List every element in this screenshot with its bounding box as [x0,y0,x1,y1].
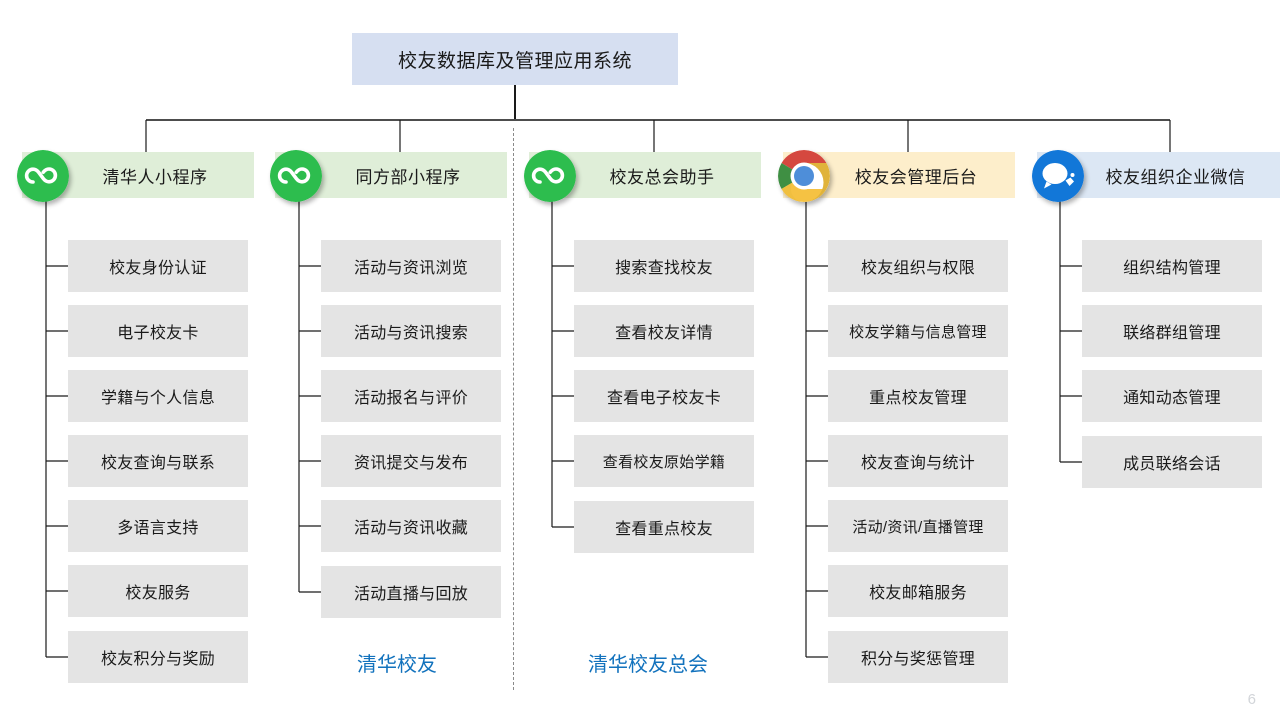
leaf-item[interactable]: 查看电子校友卡 [574,370,754,422]
leaf-item[interactable]: 校友身份认证 [68,240,248,292]
column-header-label: 校友组织企业微信 [1105,167,1246,187]
leaf-item[interactable]: 积分与奖惩管理 [828,631,1008,683]
leaf-item[interactable]: 活动与资讯浏览 [321,240,501,292]
wechat-miniprogram-icon [17,150,69,202]
leaf-item[interactable]: 校友查询与统计 [828,435,1008,487]
leaf-item[interactable]: 查看校友详情 [574,305,754,357]
page-number: 6 [1247,691,1256,708]
leaf-item[interactable]: 活动直播与回放 [321,566,501,618]
wechat-miniprogram-icon [524,150,576,202]
leaf-item[interactable]: 查看重点校友 [574,501,754,553]
leaf-item[interactable]: 活动报名与评价 [321,370,501,422]
chrome-browser-icon [778,150,830,202]
leaf-item[interactable]: 组织结构管理 [1082,240,1262,292]
leaf-item[interactable]: 活动/资讯/直播管理 [828,500,1008,552]
leaf-item[interactable]: 校友学籍与信息管理 [828,305,1008,357]
caption-qinghua-xiaoyou: 清华校友 [357,654,437,676]
leaf-item[interactable]: 校友组织与权限 [828,240,1008,292]
leaf-item[interactable]: 重点校友管理 [828,370,1008,422]
wecom-icon [1032,150,1084,202]
column-header-label: 校友会管理后台 [854,167,978,187]
leaf-item[interactable]: 校友邮箱服务 [828,565,1008,617]
section-divider [513,128,514,690]
leaf-item[interactable]: 多语言支持 [68,500,248,552]
caption-qinghua-xiaoyou-zonghui: 清华校友总会 [588,654,708,676]
leaf-item[interactable]: 查看校友原始学籍 [574,435,754,487]
leaf-item[interactable]: 校友查询与联系 [68,435,248,487]
leaf-item[interactable]: 通知动态管理 [1082,370,1262,422]
column-header-label: 同方部小程序 [355,167,461,187]
column-header-label: 清华人小程序 [102,167,208,187]
leaf-item[interactable]: 成员联络会话 [1082,436,1262,488]
leaf-item[interactable]: 学籍与个人信息 [68,370,248,422]
leaf-item[interactable]: 活动与资讯收藏 [321,500,501,552]
leaf-item[interactable]: 活动与资讯搜索 [321,305,501,357]
column-header-label: 校友总会助手 [609,167,715,187]
leaf-item[interactable]: 电子校友卡 [68,305,248,357]
root-title-box: 校友数据库及管理应用系统 [352,33,678,85]
leaf-item[interactable]: 搜索查找校友 [574,240,754,292]
leaf-item[interactable]: 校友积分与奖励 [68,631,248,683]
leaf-item[interactable]: 校友服务 [68,565,248,617]
leaf-item[interactable]: 联络群组管理 [1082,305,1262,357]
wechat-miniprogram-icon [270,150,322,202]
leaf-item[interactable]: 资讯提交与发布 [321,435,501,487]
